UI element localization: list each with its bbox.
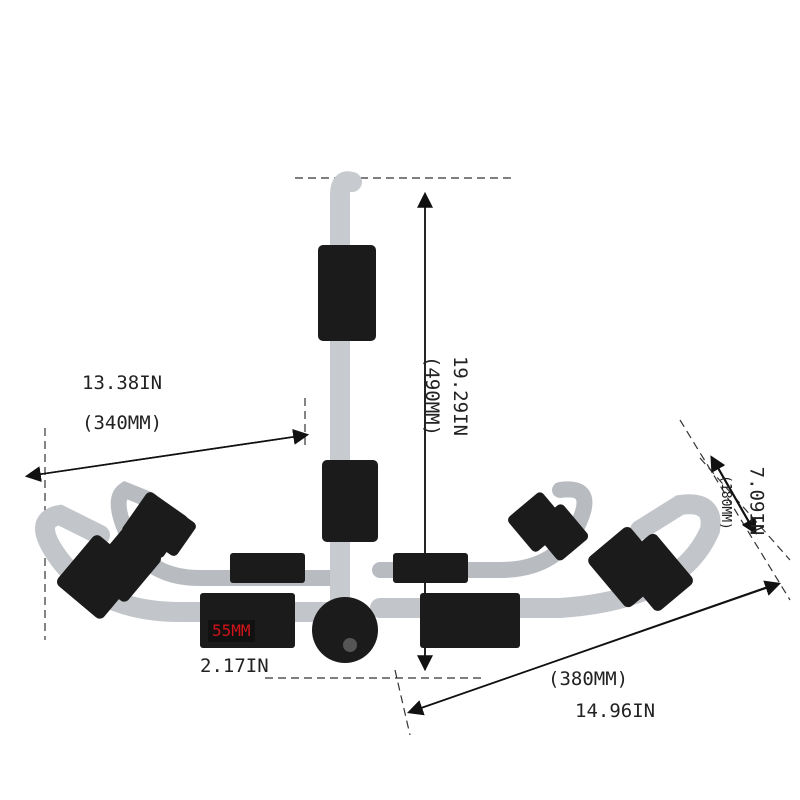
width-mm-label: (380MM) <box>548 668 629 690</box>
depth-inches-label: 7.09IN <box>745 466 768 536</box>
width-inches-label: 14.96IN <box>575 700 656 722</box>
pad-width-inches-label: 2.17IN <box>200 655 269 677</box>
dimension-arrows <box>24 191 782 716</box>
length-inches-label: 13.38IN <box>82 372 163 394</box>
height-inches-label: 19.29IN <box>449 355 472 437</box>
length-mm-label: (340MM) <box>82 412 163 434</box>
pad-width-mm-label: 55MM <box>208 620 255 642</box>
depth-mm-label: (180MM) <box>717 475 733 530</box>
height-mm-label: (490MM) <box>421 355 444 437</box>
foam-pads <box>56 245 693 663</box>
